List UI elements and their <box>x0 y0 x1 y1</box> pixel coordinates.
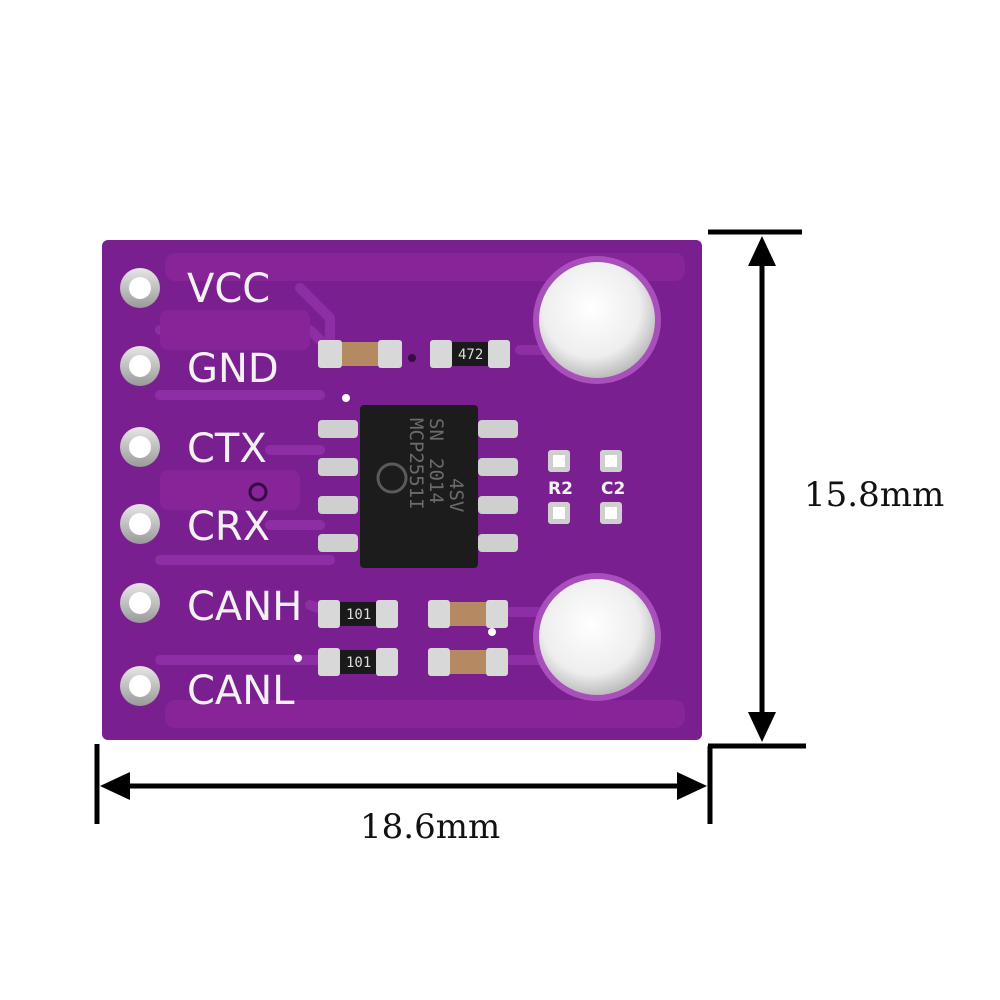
capacitor-bottom <box>428 648 508 676</box>
via <box>488 628 496 636</box>
resistor-middle: 101 <box>318 600 398 628</box>
chip-logo <box>376 462 408 494</box>
width-label: 18.6mm <box>360 807 500 847</box>
via <box>294 654 302 662</box>
height-label: 15.8mm <box>804 475 944 515</box>
chip-marking-line-1: MCP2551I <box>405 418 427 510</box>
label-c2: C2 <box>601 479 625 499</box>
copper-pour-region <box>160 470 300 510</box>
resistor-bottom: 101 <box>318 648 398 676</box>
pin-pads <box>120 268 160 706</box>
arrow-left-icon <box>100 772 130 800</box>
via <box>342 394 350 402</box>
arrow-up-icon <box>748 236 776 266</box>
arrow-down-icon <box>748 712 776 742</box>
chip-marking-line-3: 4SV <box>445 478 467 512</box>
height-dimension <box>708 229 806 749</box>
chip-marking-line-2b: 2014 <box>425 458 447 504</box>
pin-label-canh: CANH <box>187 584 302 630</box>
capacitor-top <box>318 340 402 368</box>
arrow-right-icon <box>677 772 707 800</box>
pin-label-ctx: CTX <box>187 426 267 472</box>
r2-c2-pads <box>548 450 622 524</box>
resistor-code-middle: 101 <box>346 607 371 623</box>
ic-chip: MCP2551I SN 2014 4SV <box>318 405 518 568</box>
pin-label-gnd: GND <box>187 346 279 392</box>
pin-label-vcc: VCC <box>187 266 270 312</box>
copper-pour-region <box>165 700 685 728</box>
width-dimension <box>94 744 713 824</box>
pin-label-canl: CANL <box>187 668 295 714</box>
chip-marking-line-2a: SN <box>425 418 447 441</box>
capacitor-middle <box>428 600 508 628</box>
resistor-top: 472 <box>430 340 510 368</box>
resistor-code-bottom: 101 <box>346 655 371 671</box>
pin-label-crx: CRX <box>187 504 270 550</box>
via <box>408 354 416 362</box>
label-r2: R2 <box>548 479 573 499</box>
resistor-code-top: 472 <box>458 347 483 363</box>
copper-pour-region <box>160 310 310 350</box>
via <box>248 482 268 502</box>
